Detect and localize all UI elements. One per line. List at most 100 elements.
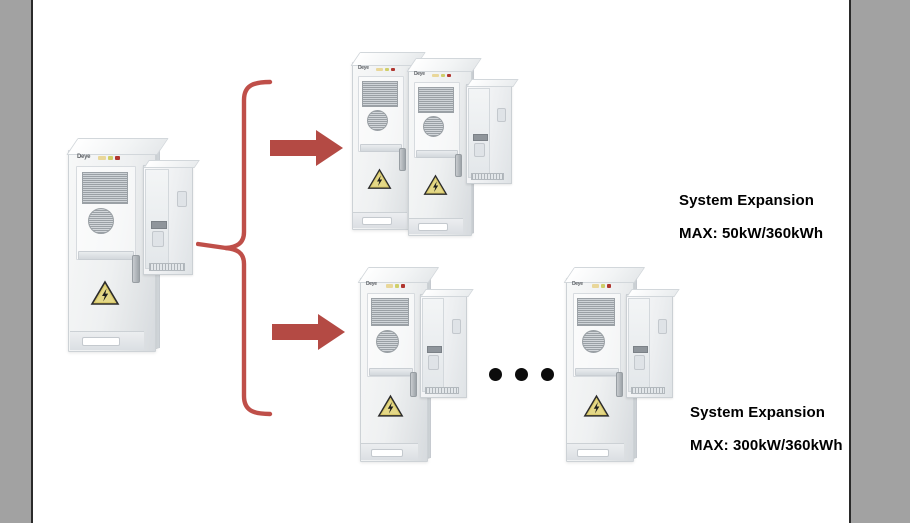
ellipsis-dot xyxy=(541,368,554,381)
electrical-hazard-triangle-icon xyxy=(423,174,448,196)
led-yellow xyxy=(385,68,389,71)
cooling-fan xyxy=(367,110,388,131)
ellipsis-dot xyxy=(515,368,528,381)
pcs-heat-fins xyxy=(631,387,665,394)
led-yellow xyxy=(601,284,605,288)
plinth-slot xyxy=(577,449,609,457)
plinth-slot xyxy=(82,337,120,346)
pcs-label-strip xyxy=(473,134,488,141)
electrical-hazard-triangle-icon xyxy=(90,280,120,306)
door-lip xyxy=(78,251,134,260)
expansion-cabinet-1[interactable]: Deye xyxy=(350,52,427,230)
door-lip xyxy=(369,368,413,376)
led-red xyxy=(447,74,451,77)
led-amber xyxy=(592,284,599,288)
electrical-hazard-triangle-icon xyxy=(583,394,610,418)
pcs-label-strip xyxy=(427,346,442,353)
expansion-pcs-module-top[interactable] xyxy=(465,79,519,184)
led-amber xyxy=(386,284,393,288)
pcs-front-panel xyxy=(467,87,490,179)
led-yellow xyxy=(395,284,399,288)
ventilation-grille xyxy=(82,172,128,204)
door-handle[interactable] xyxy=(616,372,623,397)
pcs-connector xyxy=(474,143,485,157)
cabinet-top-face xyxy=(66,138,170,155)
brand-wordmark: Deye xyxy=(358,65,369,71)
electrical-hazard-triangle-icon xyxy=(377,394,404,418)
caption-expansion-300kw: System Expansion MAX: 300kW/360kWh xyxy=(690,402,843,457)
expansion-pcs-module-3[interactable] xyxy=(419,288,474,398)
expansion-cabinet-4[interactable]: Deye xyxy=(564,267,646,462)
pcs-port-a xyxy=(497,108,506,122)
red-curly-brace-icon xyxy=(196,76,274,420)
plinth-slot xyxy=(362,217,392,225)
led-red xyxy=(607,284,611,288)
led-amber xyxy=(98,156,106,160)
expansion-cabinet-3[interactable]: Deye xyxy=(358,267,440,462)
right-page-margin-band xyxy=(851,0,910,523)
door-lip xyxy=(416,150,458,158)
pcs-heat-fins xyxy=(471,173,504,180)
pcs-label-strip xyxy=(633,346,648,353)
ellipsis-dot xyxy=(489,368,502,381)
brand-wordmark: Deye xyxy=(366,281,377,287)
caption-title: System Expansion xyxy=(690,404,825,421)
door-lip xyxy=(575,368,619,376)
brand-wordmark: Deye xyxy=(77,154,91,160)
led-red xyxy=(391,68,395,71)
cooling-fan xyxy=(376,330,399,353)
cooling-fan xyxy=(88,208,114,234)
pcs-heat-fins xyxy=(149,263,185,271)
led-yellow xyxy=(108,156,113,160)
status-leds xyxy=(98,156,120,160)
pcs-port-a xyxy=(658,319,667,334)
plinth-slot xyxy=(418,223,448,231)
ventilation-grille xyxy=(362,81,398,107)
brand-wordmark: Deye xyxy=(572,281,583,287)
pcs-connector xyxy=(428,355,439,370)
led-yellow xyxy=(441,74,445,77)
door-handle[interactable] xyxy=(399,148,406,171)
pcs-top-face xyxy=(625,288,680,298)
caption-spec: MAX: 300kW/360kWh xyxy=(690,437,843,454)
cooling-fan xyxy=(582,330,605,353)
electrical-hazard-triangle-icon xyxy=(367,168,392,190)
pcs-front-panel xyxy=(144,169,169,269)
pcs-top-face xyxy=(143,159,200,169)
led-red xyxy=(115,156,120,160)
door-handle[interactable] xyxy=(455,154,462,177)
status-leds xyxy=(386,284,405,288)
pcs-heat-fins xyxy=(425,387,459,394)
cooling-fan xyxy=(423,116,444,137)
ventilation-grille xyxy=(577,298,615,326)
status-leds xyxy=(432,74,451,77)
right-page-rule xyxy=(849,0,851,523)
base-pcs-module[interactable] xyxy=(143,159,200,275)
left-page-margin-band xyxy=(0,0,31,523)
pcs-top-face xyxy=(419,288,474,298)
ventilation-grille xyxy=(418,87,454,113)
pcs-top-face xyxy=(465,79,519,87)
status-leds xyxy=(592,284,611,288)
brand-wordmark: Deye xyxy=(414,71,425,77)
led-red xyxy=(401,284,405,288)
expansion-cabinet-2[interactable]: Deye xyxy=(406,58,483,236)
red-right-arrow-icon-top xyxy=(270,128,344,168)
led-amber xyxy=(376,68,383,71)
status-leds xyxy=(376,68,395,71)
door-handle[interactable] xyxy=(410,372,417,397)
ellipsis-dots-icon xyxy=(489,368,554,381)
expansion-pcs-module-4[interactable] xyxy=(625,288,680,398)
caption-title: System Expansion xyxy=(679,192,814,209)
pcs-port-a xyxy=(177,191,187,207)
ventilation-grille xyxy=(371,298,409,326)
door-handle[interactable] xyxy=(132,255,140,283)
base-cabinet[interactable]: Deye xyxy=(66,138,170,352)
led-amber xyxy=(432,74,439,77)
red-right-arrow-icon-bottom xyxy=(272,312,346,352)
caption-spec: MAX: 50kW/360kWh xyxy=(679,225,824,242)
pcs-front-panel xyxy=(627,298,651,392)
plinth-slot xyxy=(371,449,403,457)
pcs-port-a xyxy=(452,319,461,334)
